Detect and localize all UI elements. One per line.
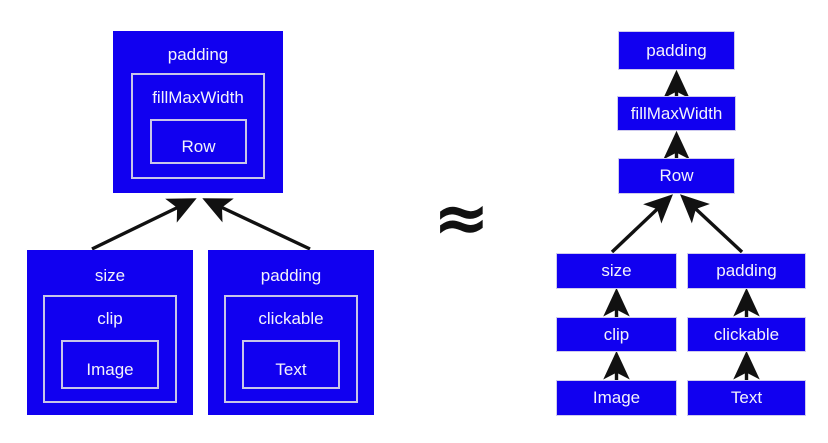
flat-box-row[interactable]: Row [618,158,735,194]
nested-box-padding-child[interactable]: padding clickable Text [208,250,374,415]
approximately-equal-symbol: ≈ [433,179,490,258]
flat-box-clickable[interactable]: clickable [687,317,806,352]
right-arrow-size-to-row [610,194,673,254]
nested-box-clickable[interactable]: clickable Text [224,295,358,403]
flat-box-size[interactable]: size [556,253,677,289]
nested-label-clip: clip [97,309,123,328]
right-arrow-padding-to-row [680,194,744,254]
nested-label-padding-child: padding [260,266,322,285]
nested-box-size[interactable]: size clip Image [27,250,193,415]
flat-box-text[interactable]: Text [687,380,806,416]
nested-label-padding-root: padding [167,45,229,64]
left-arrow-padding-to-root [202,198,311,251]
flat-box-padding-root[interactable]: padding [618,31,735,70]
nested-box-padding-root[interactable]: padding fillMaxWidth Row [113,31,283,193]
flat-box-fillmaxwidth[interactable]: fillMaxWidth [617,96,736,131]
nested-label-fillmaxwidth: fillMaxWidth [152,88,244,107]
nested-box-clip[interactable]: clip Image [43,295,177,403]
nested-label-image: Image [86,360,134,379]
left-arrow-size-to-root [91,198,197,251]
nested-box-text[interactable]: Text [242,340,340,389]
nested-box-fillmaxwidth[interactable]: fillMaxWidth Row [131,73,265,179]
flat-box-padding-branch[interactable]: padding [687,253,806,289]
nested-box-row[interactable]: Row [150,119,247,164]
nested-label-clickable: clickable [258,309,324,328]
nested-label-row: Row [181,137,216,156]
nested-label-size: size [94,266,126,285]
flat-box-clip[interactable]: clip [556,317,677,352]
flat-box-image[interactable]: Image [556,380,677,416]
nested-label-text: Text [275,360,307,379]
nested-box-image[interactable]: Image [61,340,159,389]
